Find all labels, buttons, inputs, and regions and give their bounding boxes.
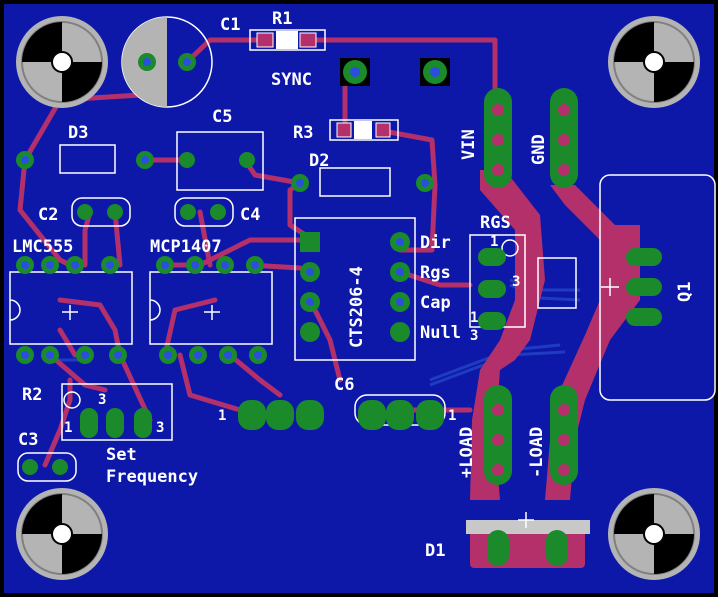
pin-label: 3 xyxy=(98,392,106,408)
pin-label: 1 xyxy=(448,408,456,424)
smd-pads xyxy=(256,31,391,139)
label-cts206: CTS206-4 xyxy=(347,266,367,348)
label-sync: SYNC xyxy=(271,70,312,90)
mount-hole-top-right xyxy=(608,16,700,108)
th-pads xyxy=(16,53,662,566)
label-c5: C5 xyxy=(212,107,232,127)
pin-label: 3 xyxy=(470,328,478,344)
label-r1: R1 xyxy=(272,9,292,29)
label-set: Set xyxy=(106,445,137,465)
mount-hole-bottom-right xyxy=(608,488,700,580)
board-substrate xyxy=(4,4,714,593)
pin-label: 3 xyxy=(156,420,164,436)
label-c3: C3 xyxy=(18,430,38,450)
silkscreen-text: C1 R1 SYNC R3 D3 C5 D2 C2 C4 LMC555 MCP1… xyxy=(12,9,695,561)
label-c4: C4 xyxy=(240,205,260,225)
pin-number-text: 3 1 3 1 1 1 3 3 1 xyxy=(64,234,520,436)
label-minus-load: -LOAD xyxy=(527,427,547,478)
label-d2: D2 xyxy=(309,151,329,171)
label-plus-load: +LOAD xyxy=(457,427,477,478)
label-d1: D1 xyxy=(425,541,445,561)
label-rgs: Rgs xyxy=(420,263,451,283)
mount-hole-top-left xyxy=(16,16,108,108)
label-c1: C1 xyxy=(220,15,240,35)
label-mcp1407: MCP1407 xyxy=(150,237,222,257)
label-frequency: Frequency xyxy=(106,467,198,487)
d1-body xyxy=(466,520,590,534)
pin-label: 1 xyxy=(218,408,226,424)
label-rgs-trim: RGS xyxy=(480,213,511,233)
label-d3: D3 xyxy=(68,123,88,143)
top-traces xyxy=(17,37,498,468)
label-q1: Q1 xyxy=(675,282,695,302)
label-c2: C2 xyxy=(38,205,58,225)
origin-markers xyxy=(62,278,619,528)
label-r2: R2 xyxy=(22,385,42,405)
pin-label: 1 xyxy=(470,310,478,326)
label-r3: R3 xyxy=(293,123,313,143)
pin-label: 3 xyxy=(512,274,520,290)
label-gnd: GND xyxy=(529,134,549,165)
mount-hole-bottom-left xyxy=(16,488,108,580)
mount-holes xyxy=(16,16,700,580)
pin-label: 1 xyxy=(64,420,72,436)
label-null: Null xyxy=(420,323,461,343)
label-lmc555: LMC555 xyxy=(12,237,73,257)
label-dir: Dir xyxy=(420,233,451,253)
label-c6: C6 xyxy=(334,375,354,395)
label-vin: VIN xyxy=(459,129,479,160)
label-cap: Cap xyxy=(420,293,451,313)
pin-label: 1 xyxy=(490,234,498,250)
